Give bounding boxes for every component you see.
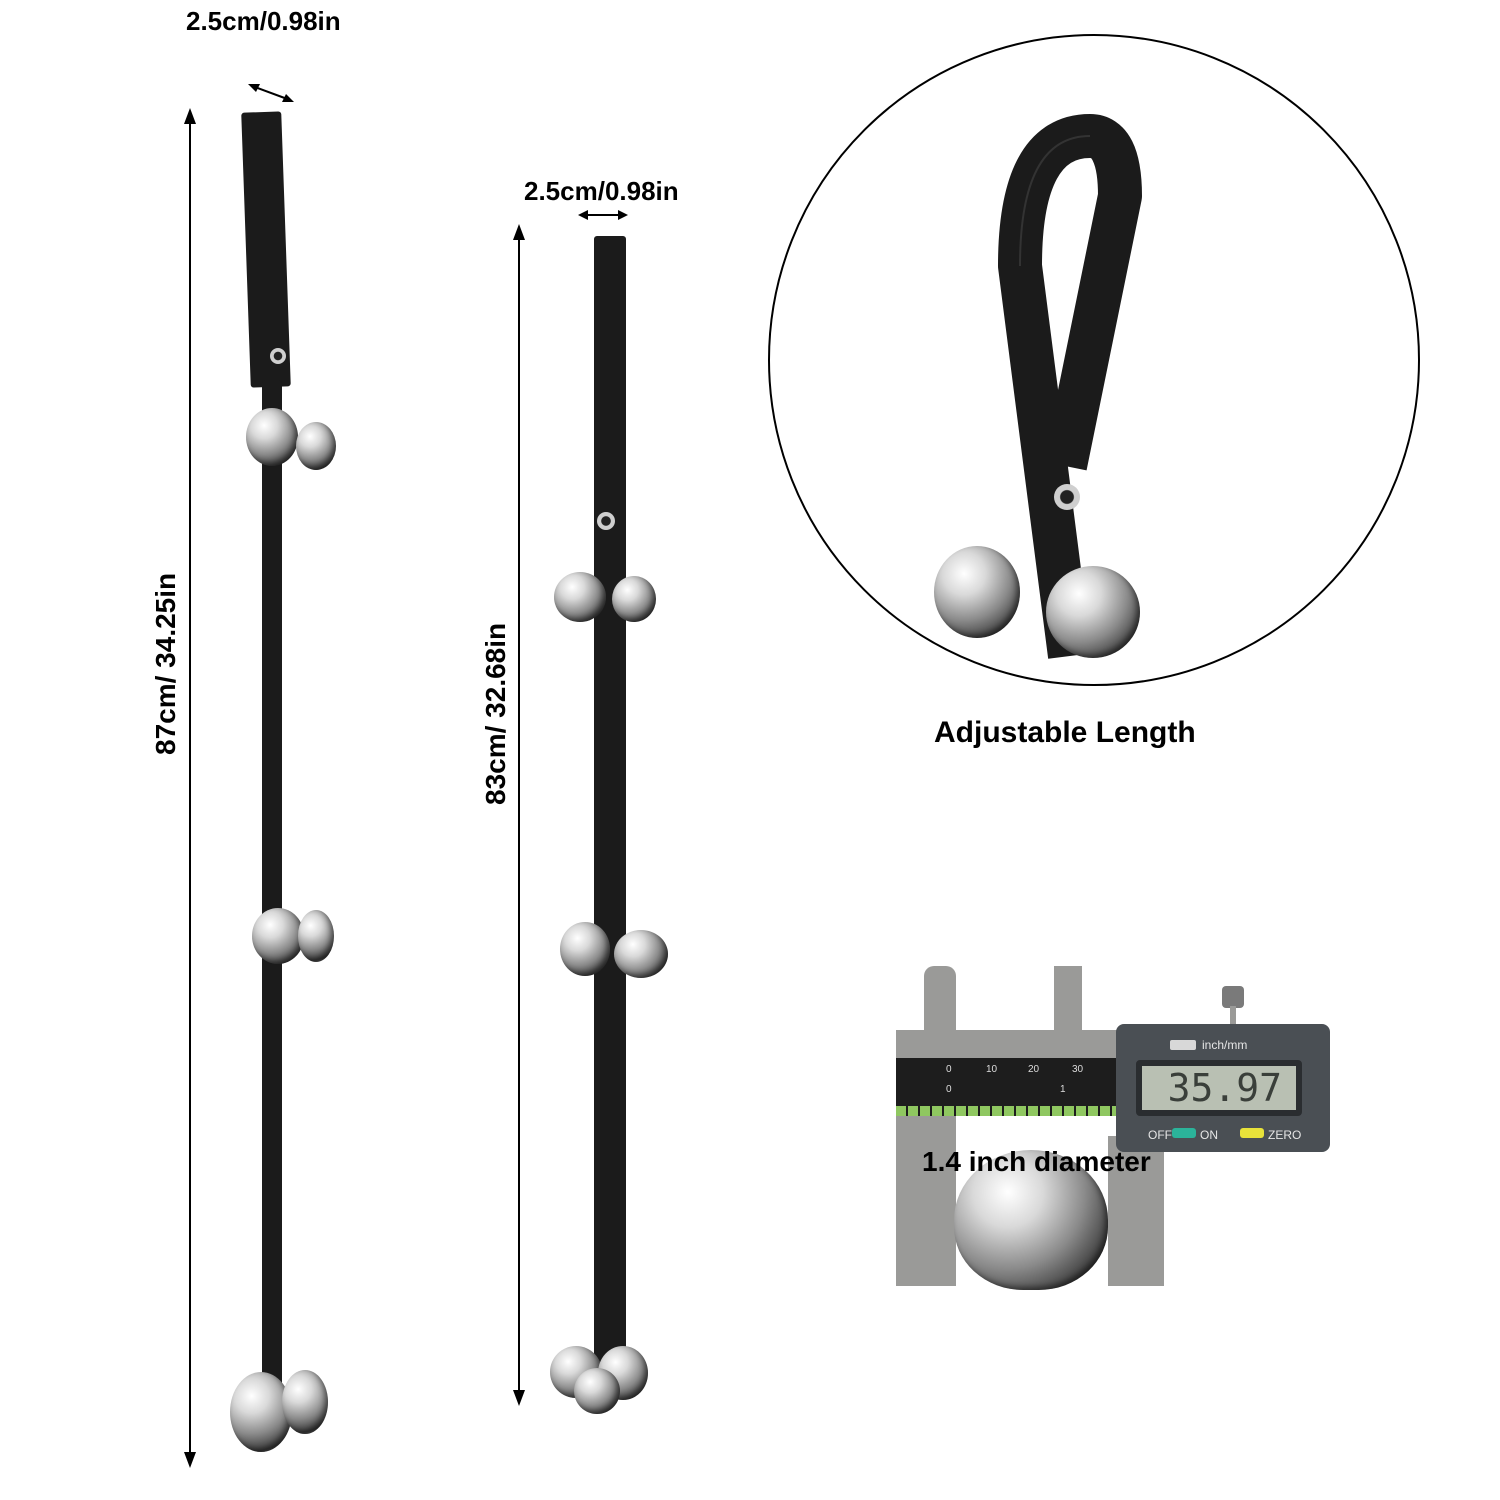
- vernier-scale: [896, 1106, 1128, 1116]
- scale-tick-label: 10: [986, 1064, 998, 1075]
- grommet: [1054, 484, 1080, 510]
- adjustable-length-caption: Adjustable Length: [934, 716, 1196, 749]
- bell-icon: [614, 930, 668, 978]
- diameter-caption: 1.4 inch diameter: [922, 1146, 1151, 1177]
- length-dimension-line: [189, 120, 191, 1460]
- length-arrow-bottom-icon: [184, 1452, 196, 1468]
- caliper-beam: [896, 1030, 1126, 1060]
- measured-bell-icon: [954, 1150, 1108, 1290]
- strap-body: [262, 380, 282, 1420]
- bell-icon: [612, 576, 656, 622]
- off-label: OFF: [1148, 1128, 1172, 1142]
- on-label: ON: [1200, 1128, 1218, 1142]
- bell-icon: [554, 572, 606, 622]
- scale-tick-label: 20: [1028, 1064, 1040, 1075]
- caliper-scale: 0 10 20 30 0 1: [896, 1058, 1128, 1116]
- short-strap-width-label: 2.5cm/0.98in: [524, 176, 679, 206]
- caliper-jaw-lower-right: [1108, 1136, 1164, 1286]
- scale-tick-label: 30: [1072, 1064, 1084, 1075]
- detail-circle: [768, 34, 1420, 686]
- length-arrow-top-icon: [184, 108, 196, 124]
- on-off-button[interactable]: [1172, 1128, 1196, 1138]
- zero-label: ZERO: [1268, 1128, 1302, 1142]
- caliper-display-body: inch/mm 35.97 OFF ON ZERO: [1116, 1024, 1330, 1152]
- long-strap-length-label: 87cm/ 34.25in: [150, 572, 181, 755]
- strap-body: [594, 236, 626, 1366]
- bell-icon: [296, 422, 336, 470]
- thumb-screw-icon: [1222, 986, 1244, 1008]
- long-strap-width-label: 2.5cm/0.98in: [186, 6, 341, 36]
- caliper-reading: 35.97: [1136, 1060, 1302, 1116]
- bell-icon: [298, 910, 334, 962]
- zero-button[interactable]: [1240, 1128, 1264, 1138]
- width-arrow-icon: [248, 84, 294, 102]
- bell-icon: [1046, 566, 1140, 658]
- bell-icon: [230, 1372, 292, 1452]
- length-arrow-top-icon: [513, 224, 525, 240]
- bell-icon: [574, 1368, 620, 1414]
- grommet: [597, 512, 615, 530]
- bell-icon: [934, 546, 1020, 638]
- grommet: [270, 348, 286, 364]
- length-dimension-line: [518, 236, 520, 1396]
- scale-tick-label: 0: [946, 1084, 952, 1095]
- bell-icon: [252, 908, 304, 964]
- strap-loop-detail: [998, 114, 1142, 659]
- scale-tick-label: 1: [1060, 1084, 1066, 1095]
- length-arrow-bottom-icon: [513, 1390, 525, 1406]
- bell-icon: [282, 1370, 328, 1434]
- width-arrow-icon: [578, 210, 628, 220]
- unit-button[interactable]: [1170, 1040, 1196, 1050]
- bell-icon: [246, 408, 298, 466]
- caliper-jaw-lower-left: [896, 1116, 956, 1286]
- short-strap-length-label: 83cm/ 32.68in: [480, 622, 511, 805]
- thumb-screw-stem: [1230, 1006, 1236, 1024]
- unit-button-label: inch/mm: [1202, 1038, 1248, 1052]
- strap-loop: [241, 111, 291, 388]
- bell-icon: [560, 922, 610, 976]
- scale-tick-label: 0: [946, 1064, 952, 1075]
